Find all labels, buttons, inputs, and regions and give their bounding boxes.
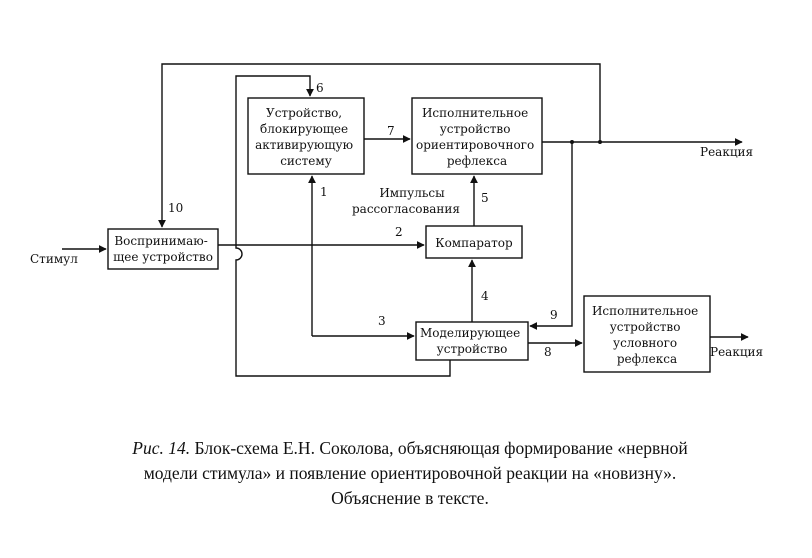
- caption-figure-ref: Рис. 14.: [132, 438, 191, 458]
- box-conditioned-executor-line2: устройство: [610, 320, 681, 334]
- svg-text:Устройство, блокирующее: Устройство, блокирующее активирующую сис…: [255, 106, 357, 168]
- connection-number-4: 4: [481, 289, 489, 303]
- box-block-activation-line4: систему: [280, 154, 332, 168]
- connection-10: [158, 63, 601, 228]
- box-orienting-executor-line2: устройство: [440, 122, 511, 136]
- box-orienting-executor-line1: Исполнительное: [422, 106, 528, 120]
- svg-text:Компаратор: Компаратор: [435, 236, 513, 250]
- junction-dot: [570, 140, 574, 144]
- box-orienting-executor: [411, 97, 543, 175]
- connection-number-1: 1: [320, 185, 328, 199]
- connection-9: [529, 142, 573, 330]
- svg-text:Исполнительное устройство: Исполнительное устройство ориентировочно…: [416, 106, 538, 168]
- box-conditioned-executor-line1: Исполнительное: [592, 304, 698, 318]
- figure-caption: Рис. 14. Блок-схема Е.Н. Соколова, объяс…: [40, 436, 780, 511]
- svg-text:Моделирующее устройство: Моделирующее устройство: [420, 326, 524, 356]
- box-block-activation-line2: блокирующее: [260, 122, 348, 136]
- box-modeling-line2: устройство: [437, 342, 508, 356]
- box-block-activation-line1: Устройство,: [266, 106, 342, 120]
- label-mismatch-line1: Импульсы: [379, 186, 445, 200]
- svg-text:Исполнительное устройство: Исполнительное устройство условного рефл…: [592, 304, 702, 366]
- box-conditioned-executor-line4: рефлекса: [617, 352, 677, 366]
- connection-number-2: 2: [395, 225, 403, 239]
- connection-number-7: 7: [387, 124, 395, 138]
- connection-number-9: 9: [550, 308, 558, 322]
- caption-line-3: Объяснение в тексте.: [331, 488, 489, 508]
- connection-number-10: 10: [168, 201, 183, 215]
- box-perceiving-line1: Воспринимаю-: [114, 234, 207, 248]
- caption-line-2: модели стимула» и появление ориентировоч…: [143, 463, 677, 483]
- label-reaction-2: Реакция: [710, 345, 763, 359]
- label-mismatch-line2: рассогласования: [352, 202, 460, 216]
- box-comparator-label: Компаратор: [435, 236, 513, 250]
- box-perceiving: [107, 228, 219, 270]
- svg-text:Воспринимаю- щее устройств: Воспринимаю- щее устройство: [113, 234, 213, 264]
- box-block-activation: [247, 97, 365, 175]
- box-block-activation-line3: активирующую: [255, 138, 353, 152]
- connection-number-3: 3: [378, 314, 386, 328]
- box-conditioned-executor: [583, 295, 711, 373]
- connection-6: [235, 75, 451, 377]
- connection-number-5: 5: [481, 191, 489, 205]
- box-perceiving-line2: щее устройство: [113, 250, 213, 264]
- box-orienting-executor-line3: ориентировочного: [416, 138, 534, 152]
- caption-line-1-text: Блок-схема Е.Н. Соколова, объясняющая фо…: [190, 438, 688, 458]
- box-modeling-line1: Моделирующее: [420, 326, 520, 340]
- junction-dot: [598, 140, 602, 144]
- label-stimulus: Стимул: [30, 252, 78, 266]
- caption-line-1: Рис. 14. Блок-схема Е.Н. Соколова, объяс…: [40, 436, 780, 461]
- label-reaction-1: Реакция: [700, 145, 753, 159]
- box-conditioned-executor-line3: условного: [613, 336, 677, 350]
- connection-number-6: 6: [316, 81, 324, 95]
- box-orienting-executor-line4: рефлекса: [447, 154, 507, 168]
- connection-number-8: 8: [544, 345, 552, 359]
